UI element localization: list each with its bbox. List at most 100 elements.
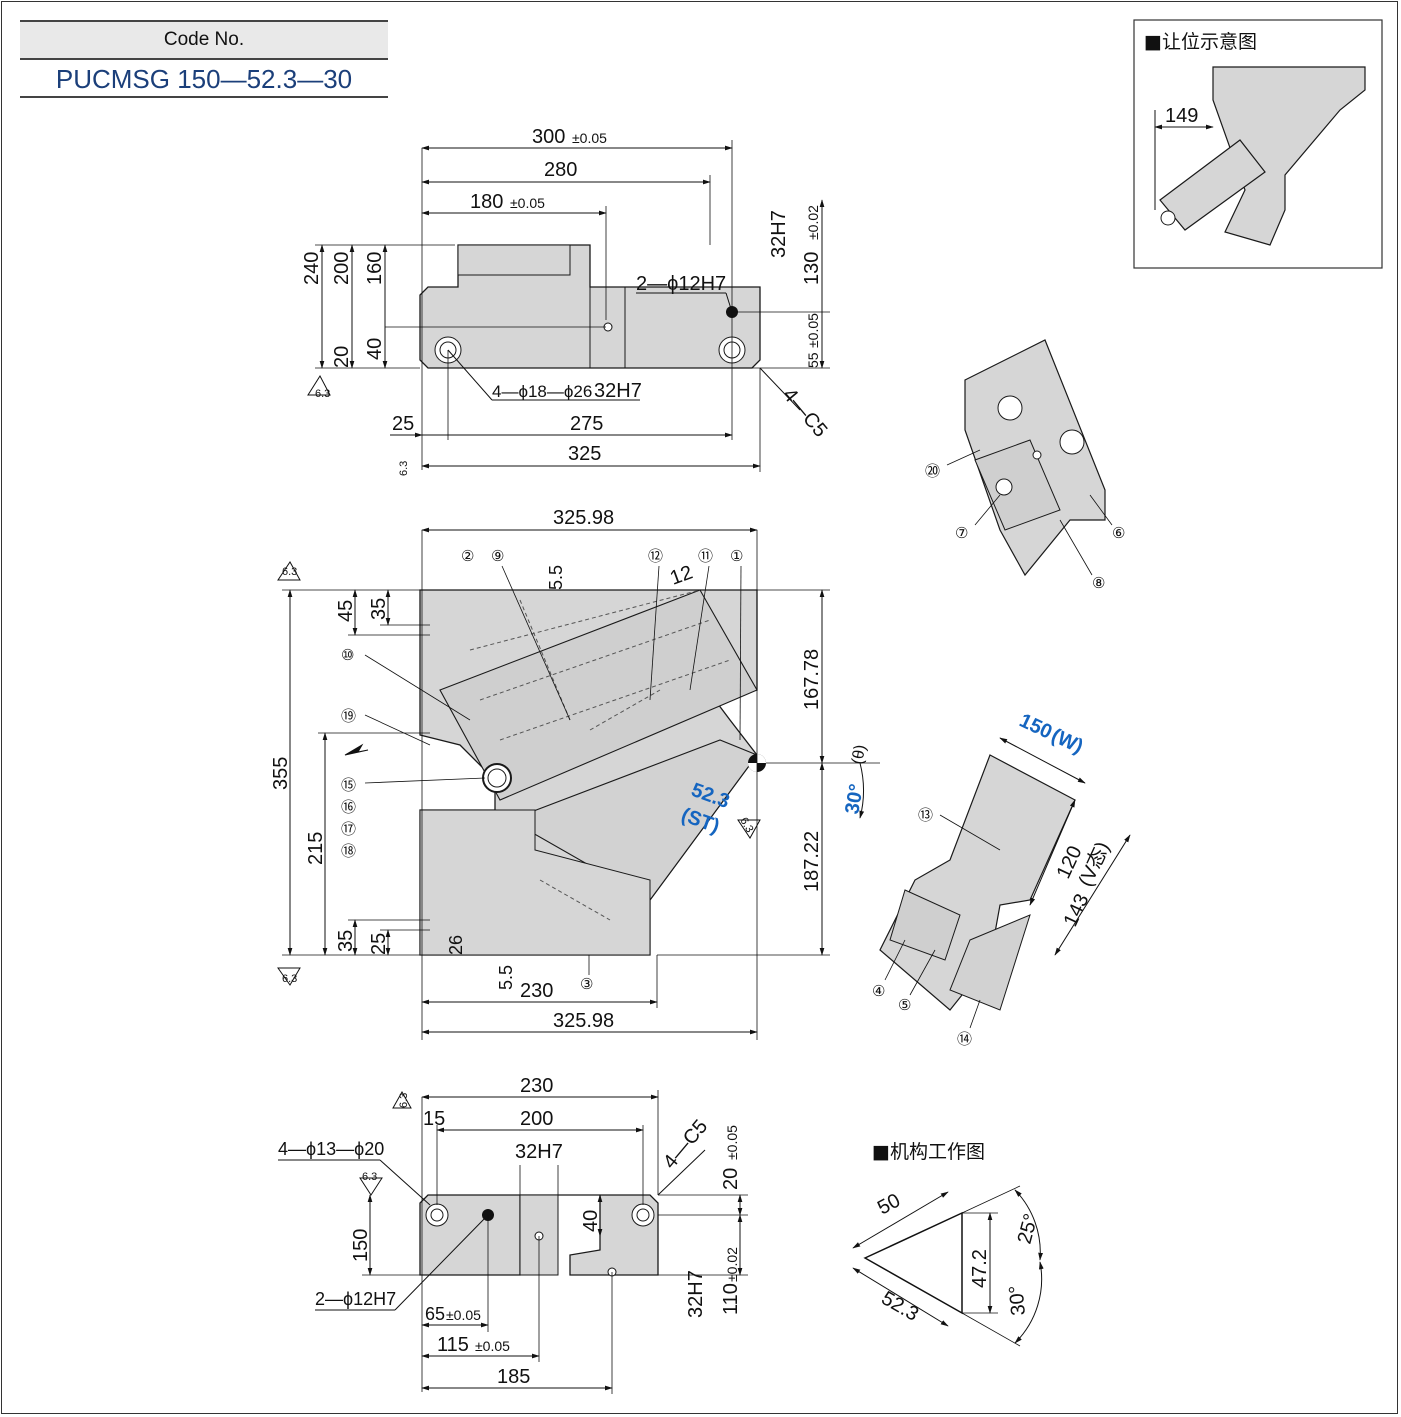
bottom-dim-20: 20 xyxy=(720,1168,742,1190)
front-dim-26: 26 xyxy=(446,935,466,955)
callout-14: ⑭ xyxy=(957,1031,972,1048)
detail-width: 150 xyxy=(1016,710,1056,744)
dim-20: 20 xyxy=(331,346,353,368)
bottom-dim-15: 15 xyxy=(423,1108,445,1130)
bottom-dim-65: 65 xyxy=(425,1304,445,1324)
front-dim-230: 230 xyxy=(520,980,553,1002)
front-theta: (θ) xyxy=(849,743,869,765)
dim-275: 275 xyxy=(570,413,603,435)
callout-12: ⑫ xyxy=(648,548,663,565)
dim-325: 325 xyxy=(568,443,601,465)
bottom-dim-185: 185 xyxy=(497,1366,530,1388)
detail-b: 150 (W) 120 143 (V态) ⑬ ④ ⑤ ⑭ xyxy=(872,710,1131,1048)
front-dim-35-bottom: 35 xyxy=(335,930,357,952)
bottom-hole-2: 2—ϕ12H7 xyxy=(315,1289,396,1309)
inset-dim-149: 149 xyxy=(1165,105,1198,127)
front-angle: 30° xyxy=(841,782,868,816)
front-view: 325.98 325.98 230 355 215 45 35 35 25 26… xyxy=(270,507,880,1040)
callout-18: ⑱ xyxy=(341,843,356,860)
mechanism-diagram: ■机构工作图 50 52.3 47.2 25° 30° xyxy=(852,1141,1044,1347)
dim-300: 300 xyxy=(532,126,565,148)
front-dim-5-5-top: 5.5 xyxy=(546,565,566,590)
bottom-rough-2: 6.3 xyxy=(362,1171,377,1183)
front-dim-325-bottom: 325.98 xyxy=(553,1010,614,1032)
front-dim-12: 12 xyxy=(667,561,695,589)
callout-3: ③ xyxy=(580,976,593,993)
tol-180: ±0.05 xyxy=(510,195,545,211)
callout-16: ⑯ xyxy=(341,799,356,816)
dim-32h7-right: 32H7 xyxy=(768,210,790,258)
bottom-32h7-right: 32H7 xyxy=(685,1270,707,1318)
clearance-inset: ■让位示意图 149 xyxy=(1133,19,1383,269)
callout-7: ⑦ xyxy=(955,525,968,542)
callout-4: ④ xyxy=(872,983,885,1000)
top-rough-1: 6.3 xyxy=(315,388,330,400)
bottom-dim-115: 115 xyxy=(437,1334,469,1356)
bottom-dim-110: 110 xyxy=(720,1283,742,1315)
bottom-tol-115: ±0.05 xyxy=(475,1338,510,1354)
front-rough-1: 6.3 xyxy=(282,566,297,578)
bottom-dim-150: 150 xyxy=(350,1229,372,1262)
code-box: Code No. PUCMSG 150—52.3—30 xyxy=(20,20,388,98)
callout-19: ⑲ xyxy=(341,708,356,725)
callout-15: ⑮ xyxy=(341,777,356,794)
front-rough-3: 6.3 xyxy=(737,816,755,835)
bottom-view: 230 15 200 4—ϕ13—ϕ20 32H7 4—C5 20 ±0.05 … xyxy=(278,1075,748,1394)
dim-180: 180 xyxy=(470,191,503,213)
top-view: 300 ±0.05 280 180 ±0.05 240 200 160 20 4… xyxy=(301,126,831,476)
mech-dim-50: 50 xyxy=(874,1190,904,1220)
dim-240: 240 xyxy=(301,252,323,285)
callout-6: ⑥ xyxy=(1112,525,1125,542)
tol-55: ±0.05 xyxy=(805,313,821,348)
dim-200: 200 xyxy=(331,252,353,285)
callout-8: ⑧ xyxy=(1092,575,1105,592)
callout-2: ② xyxy=(461,548,474,565)
dim-280: 280 xyxy=(544,159,577,181)
top-hole-2: 2—ϕ12H7 xyxy=(636,273,726,295)
front-dim-325-top: 325.98 xyxy=(553,507,614,529)
tol-300: ±0.05 xyxy=(572,130,607,146)
code-value: PUCMSG 150—52.3—30 xyxy=(20,60,388,98)
front-dim-25: 25 xyxy=(368,933,390,955)
callout-10: ⑩ xyxy=(341,647,354,664)
bottom-rough-1: 6.3 xyxy=(398,1093,410,1108)
mech-title: ■机构工作图 xyxy=(872,1141,985,1163)
mech-angle-30: 30° xyxy=(1005,1284,1030,1316)
front-dim-215: 215 xyxy=(305,832,327,865)
front-dim-355: 355 xyxy=(270,757,292,790)
mech-angle-25: 25° xyxy=(1014,1211,1043,1246)
bottom-dim-230: 230 xyxy=(520,1075,553,1097)
bottom-dim-200: 200 xyxy=(520,1108,553,1130)
top-hole-4: 4—ϕ18—ϕ26 xyxy=(492,382,592,401)
bottom-tol-65: ±0.05 xyxy=(446,1307,481,1323)
top-32h7-bottom: 32H7 xyxy=(594,380,642,402)
mech-dim-52: 52.3 xyxy=(878,1287,923,1326)
inset-title: ■让位示意图 xyxy=(1144,31,1257,53)
callout-13: ⑬ xyxy=(918,807,933,824)
dim-40: 40 xyxy=(364,338,386,360)
top-rough-2: 6.3 xyxy=(398,461,410,476)
bottom-32h7-top: 32H7 xyxy=(515,1141,563,1163)
callout-1: ① xyxy=(730,548,743,565)
tol-130: ±0.02 xyxy=(805,205,821,240)
callout-9: ⑨ xyxy=(491,548,504,565)
callout-17: ⑰ xyxy=(341,821,356,838)
front-dim-5-5-bottom: 5.5 xyxy=(496,965,516,990)
detail-a: ⑳ ⑦ ⑥ ⑧ xyxy=(925,339,1125,592)
bottom-dim-40: 40 xyxy=(580,1210,602,1232)
bottom-chamfer: 4—C5 xyxy=(659,1116,712,1174)
bottom-hole-4: 4—ϕ13—ϕ20 xyxy=(278,1139,384,1159)
callout-5: ⑤ xyxy=(898,997,911,1014)
dim-25: 25 xyxy=(392,413,414,435)
bottom-tol-110: ±0.02 xyxy=(724,1247,740,1282)
front-dim-45: 45 xyxy=(335,600,357,622)
top-chamfer: 4—C5 xyxy=(778,384,831,442)
callout-20: ⑳ xyxy=(925,463,940,480)
dim-55: 55 xyxy=(805,352,821,368)
front-dim-35-top: 35 xyxy=(368,598,390,620)
front-dim-187: 187.22 xyxy=(801,831,823,892)
front-dim-167: 167.78 xyxy=(801,649,823,710)
detail-width-label: (W) xyxy=(1048,725,1086,759)
